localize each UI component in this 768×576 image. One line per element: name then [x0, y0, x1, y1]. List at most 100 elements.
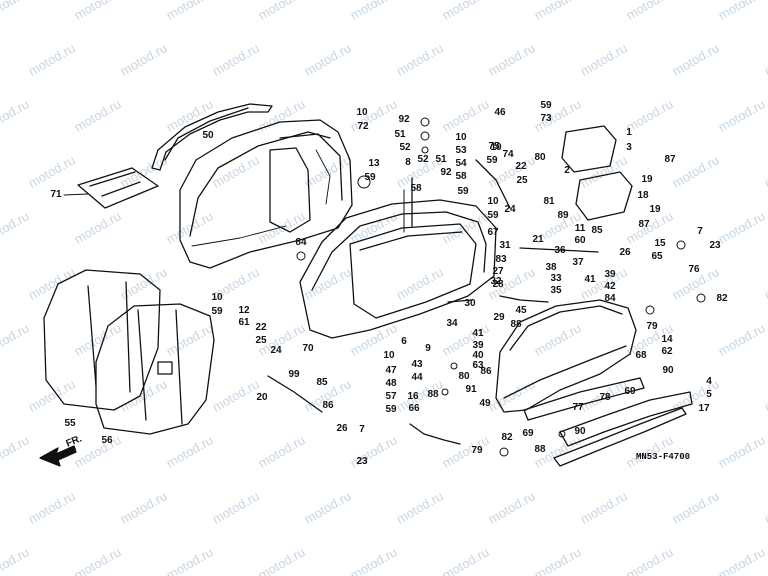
part-callout: 3: [626, 142, 632, 153]
part-callout: 26: [336, 423, 348, 434]
part-callout: 61: [238, 317, 250, 328]
part-callout: 77: [572, 402, 584, 413]
trunk-lid: [495, 299, 637, 413]
part-callout: 50: [202, 130, 214, 141]
part-callout: 41: [472, 328, 484, 339]
part-callout: 59: [385, 404, 397, 415]
part-callout: 87: [638, 219, 650, 230]
part-callout: 46: [494, 107, 506, 118]
part-callout: 72: [357, 121, 369, 132]
part-callout: 24: [270, 345, 282, 356]
part-callout: 56: [101, 435, 113, 446]
part-callout: 62: [661, 346, 673, 357]
fasteners: [296, 117, 706, 457]
part-callout: 82: [501, 432, 513, 443]
part-callout: 55: [64, 418, 76, 429]
part-callout: 59: [486, 155, 498, 166]
part-callout: 88: [427, 389, 439, 400]
part-callout: 86: [480, 366, 492, 377]
part-callout: 10: [356, 107, 368, 118]
part-callout: 57: [385, 391, 397, 402]
part-callout: 52: [399, 142, 411, 153]
part-callout: 11: [574, 223, 586, 234]
part-callout: 75: [488, 141, 500, 152]
part-callout: 78: [599, 392, 611, 403]
part-callout: 84: [604, 293, 616, 304]
part-callout: 10: [490, 142, 502, 153]
part-callout: 9: [425, 343, 431, 354]
part-callout: 37: [572, 257, 584, 268]
part-callout: 31: [499, 240, 511, 251]
part-callout: 54: [455, 158, 467, 169]
front-direction-arrow: [39, 445, 77, 467]
part-callout: 14: [661, 334, 673, 345]
part-callout: 69: [522, 428, 534, 439]
part-callout: 23: [709, 240, 721, 251]
part-callout: 59: [487, 210, 499, 221]
part-callout: 1: [626, 127, 632, 138]
part-callout: 40: [472, 350, 484, 361]
part-callout: 18: [637, 190, 649, 201]
part-callout: 23: [356, 456, 368, 467]
part-callout: 44: [411, 372, 423, 383]
part-callout: 25: [516, 175, 528, 186]
part-callout: 30: [464, 298, 476, 309]
part-callout: 79: [471, 445, 483, 456]
part-callout: 10: [455, 132, 467, 143]
part-callout: 22: [515, 161, 527, 172]
part-callout: 59: [457, 186, 469, 197]
part-callout: 33: [550, 273, 562, 284]
part-callout: 29: [493, 312, 505, 323]
part-callout: 51: [435, 154, 447, 165]
part-callout: 38: [545, 262, 557, 273]
part-callout: 48: [385, 378, 397, 389]
part-callout: 71: [50, 189, 62, 200]
lock-module: [561, 125, 633, 221]
part-callout: 58: [455, 171, 467, 182]
part-callout: 51: [394, 129, 406, 140]
part-callout: 22: [255, 322, 267, 333]
part-callout: 5: [706, 389, 712, 400]
part-callout: 92: [398, 114, 410, 125]
part-callout: 6: [401, 336, 407, 347]
part-callout: 13: [368, 158, 380, 169]
part-callout: 12: [238, 305, 250, 316]
part-callout: 16: [407, 391, 419, 402]
saddlebag-left: [43, 269, 161, 411]
harness-and-rods: [267, 159, 599, 445]
part-callout: 20: [256, 392, 268, 403]
part-callout: 76: [688, 264, 700, 275]
part-callout: 84: [295, 237, 307, 248]
trunk-inner-body: [179, 119, 353, 269]
part-callout: 70: [302, 343, 314, 354]
part-callout: 66: [408, 403, 420, 414]
part-callout: 63: [472, 360, 484, 371]
part-callout: 90: [574, 426, 586, 437]
part-callout: 58: [410, 183, 422, 194]
part-callout: 10: [211, 292, 223, 303]
part-callout: 88: [510, 319, 522, 330]
part-callout: 32: [490, 276, 502, 287]
top-molding-strip: [151, 103, 273, 171]
part-callout: 36: [554, 245, 566, 256]
part-callout: 45: [515, 305, 527, 316]
part-callout: 85: [591, 225, 603, 236]
part-callout: 60: [574, 235, 586, 246]
part-callout: 21: [532, 234, 544, 245]
part-callout: 80: [534, 152, 546, 163]
lid-trim-strip: [523, 377, 693, 467]
part-callout: 49: [479, 398, 491, 409]
part-callout: 74: [502, 149, 514, 160]
part-callout: 59: [540, 100, 552, 111]
part-callout: 10: [383, 350, 395, 361]
trunk-case-body: [299, 177, 497, 339]
part-callout: 35: [550, 285, 562, 296]
part-callout: 88: [534, 444, 546, 455]
part-callout: 59: [211, 306, 223, 317]
part-callout: 24: [504, 204, 516, 215]
part-callout: 7: [697, 226, 703, 237]
part-callout: 25: [255, 335, 267, 346]
part-callout: 92: [440, 167, 452, 178]
part-callout: 80: [458, 371, 470, 382]
